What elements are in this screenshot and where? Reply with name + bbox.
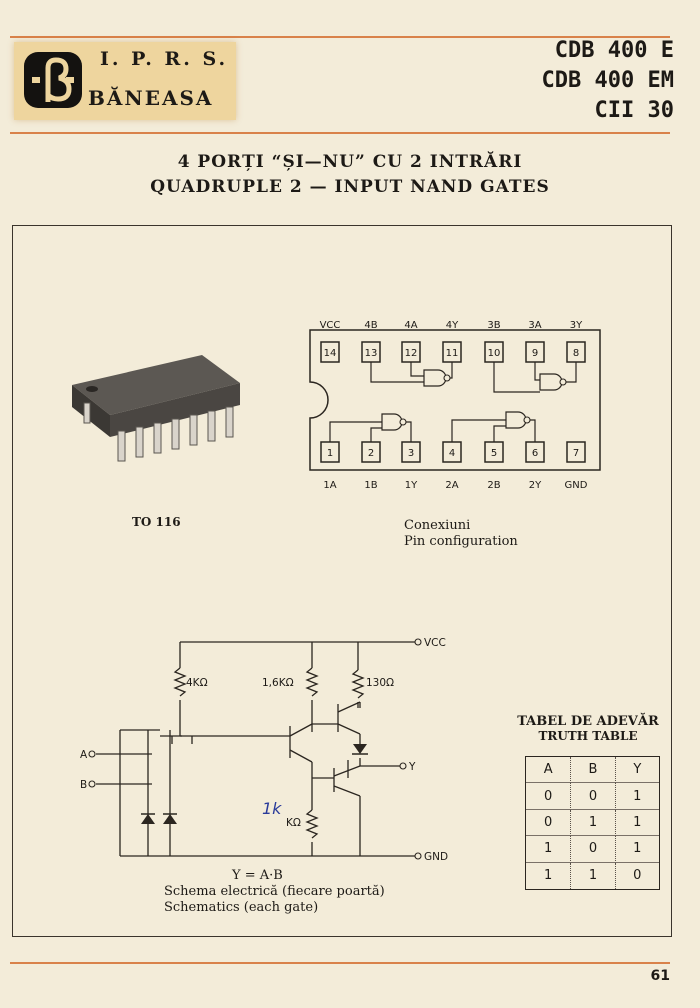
pin-number-6: 6 (532, 448, 538, 459)
pin-number-5: 5 (491, 448, 497, 459)
pin-number-2: 2 (368, 448, 374, 459)
ic-package-illustration (72, 355, 240, 462)
pin-label-11: 4Y (446, 320, 459, 331)
pin-label-4: 2A (445, 480, 458, 491)
equation-label: Y = A·B (232, 868, 283, 883)
pin-label-6: 2Y (529, 480, 542, 491)
pin-label-7: GND (565, 480, 588, 491)
truth-table-cell: 1 (570, 862, 614, 889)
pin-label-9: 3A (528, 320, 541, 331)
content-frame (12, 225, 672, 937)
pin-number-9: 9 (532, 348, 538, 359)
truth-table-cell: 0 (614, 862, 659, 889)
truth-table-cell: 1 (544, 868, 553, 884)
pin-label-12: 4A (404, 320, 417, 331)
truth-table-title: TABEL DE ADEVĂR TRUTH TABLE (512, 714, 664, 743)
truth-table-cell: 1 (526, 836, 571, 863)
pin-label-14: VCC (320, 320, 341, 331)
truth-table-cell: 0 (526, 783, 571, 810)
package-label: TO 116 (132, 515, 181, 529)
top-rule (10, 36, 670, 38)
pin-label-10: 3B (487, 320, 500, 331)
pin-number-4: 4 (449, 448, 455, 459)
truth-table-cell: 0 (570, 783, 615, 810)
iprs-logo: I. P. R. S. BĂNEASA (14, 42, 236, 120)
title-romanian: 4 PORȚI “ȘI—NU” CU 2 INTRĂRI (177, 152, 523, 172)
pin-number-7: 7 (573, 448, 579, 459)
pin-label-3: 1Y (405, 480, 418, 491)
truth-table-cell: 0 (570, 836, 615, 863)
part-codes: CDB 400 E CDB 400 EM CII 30 (542, 36, 674, 126)
truth-table-header: A (526, 757, 571, 784)
pin-configuration-diagram: 14 13 12 11 10 9 8 1 2 3 4 5 6 7 VCC 4B … (309, 320, 601, 491)
vcc-label: VCC (424, 637, 446, 649)
logo-text-baneasa: BĂNEASA (88, 86, 214, 110)
truth-table-cell: 1 (570, 809, 615, 837)
page-number: 61 (650, 968, 670, 984)
pin-label-8: 3Y (570, 320, 583, 331)
output-y-label: Y (408, 761, 416, 773)
pin-number-12: 12 (405, 348, 418, 359)
r2-label: 1,6KΩ (262, 677, 294, 689)
beta-logo-icon (24, 52, 82, 108)
truth-table-header: Y (614, 757, 659, 784)
pin-configuration-caption-ro: Conexiuni (404, 518, 471, 533)
pin-number-10: 10 (488, 348, 501, 359)
top-pin-boxes (320, 341, 586, 363)
pin-number-1: 1 (327, 448, 333, 459)
r1-label: 4KΩ (186, 677, 208, 689)
r3-label: 130Ω (366, 677, 394, 689)
truth-table-cell: 0 (526, 810, 571, 837)
gnd-label: GND (424, 851, 448, 863)
logo-text-iprs: I. P. R. S. (100, 48, 229, 70)
truth-table-header: B (570, 757, 615, 784)
truth-table-cell: 1 (614, 836, 659, 863)
truth-table-cell: 1 (614, 809, 659, 837)
part-code: CII 30 (594, 98, 674, 123)
schematic-caption-ro: Schema electrică (fiecare poartă) (164, 884, 385, 899)
title-english: QUADRUPLE 2 — INPUT NAND GATES (150, 177, 550, 197)
truth-table: A B Y 0 0 1 0 1 1 1 0 1 1 1 0 (525, 756, 660, 890)
input-b-label: B (80, 779, 87, 791)
schematic-caption-en: Schematics (each gate) (164, 900, 319, 915)
pin-number-11: 11 (446, 348, 459, 359)
truth-table-title-en: TRUTH TABLE (538, 729, 638, 743)
handwritten-note: 1k (262, 799, 282, 818)
pin-number-13: 13 (365, 348, 378, 359)
pin-number-14: 14 (324, 348, 337, 359)
header-rule (10, 132, 670, 134)
part-code: CDB 400 E (554, 38, 674, 63)
part-code: CDB 400 EM (541, 68, 674, 93)
truth-table-cell: 1 (614, 783, 659, 810)
pin-number-8: 8 (573, 348, 579, 359)
input-a-label: A (80, 749, 88, 761)
footer-rule (10, 962, 670, 964)
pin-label-13: 4B (364, 320, 377, 331)
pin-label-2: 1B (364, 480, 377, 491)
pin-label-5: 2B (487, 480, 500, 491)
pin-number-3: 3 (408, 448, 414, 459)
pin-label-1: 1A (323, 480, 336, 491)
pin-configuration-caption-en: Pin configuration (404, 534, 518, 549)
gate-schematic: VCC GND 4KΩ 1,6KΩ 130Ω KΩ A B Y 1k (80, 637, 448, 863)
r4-label: KΩ (286, 817, 301, 829)
truth-table-title-ro: TABEL DE ADEVĂR (517, 714, 659, 729)
